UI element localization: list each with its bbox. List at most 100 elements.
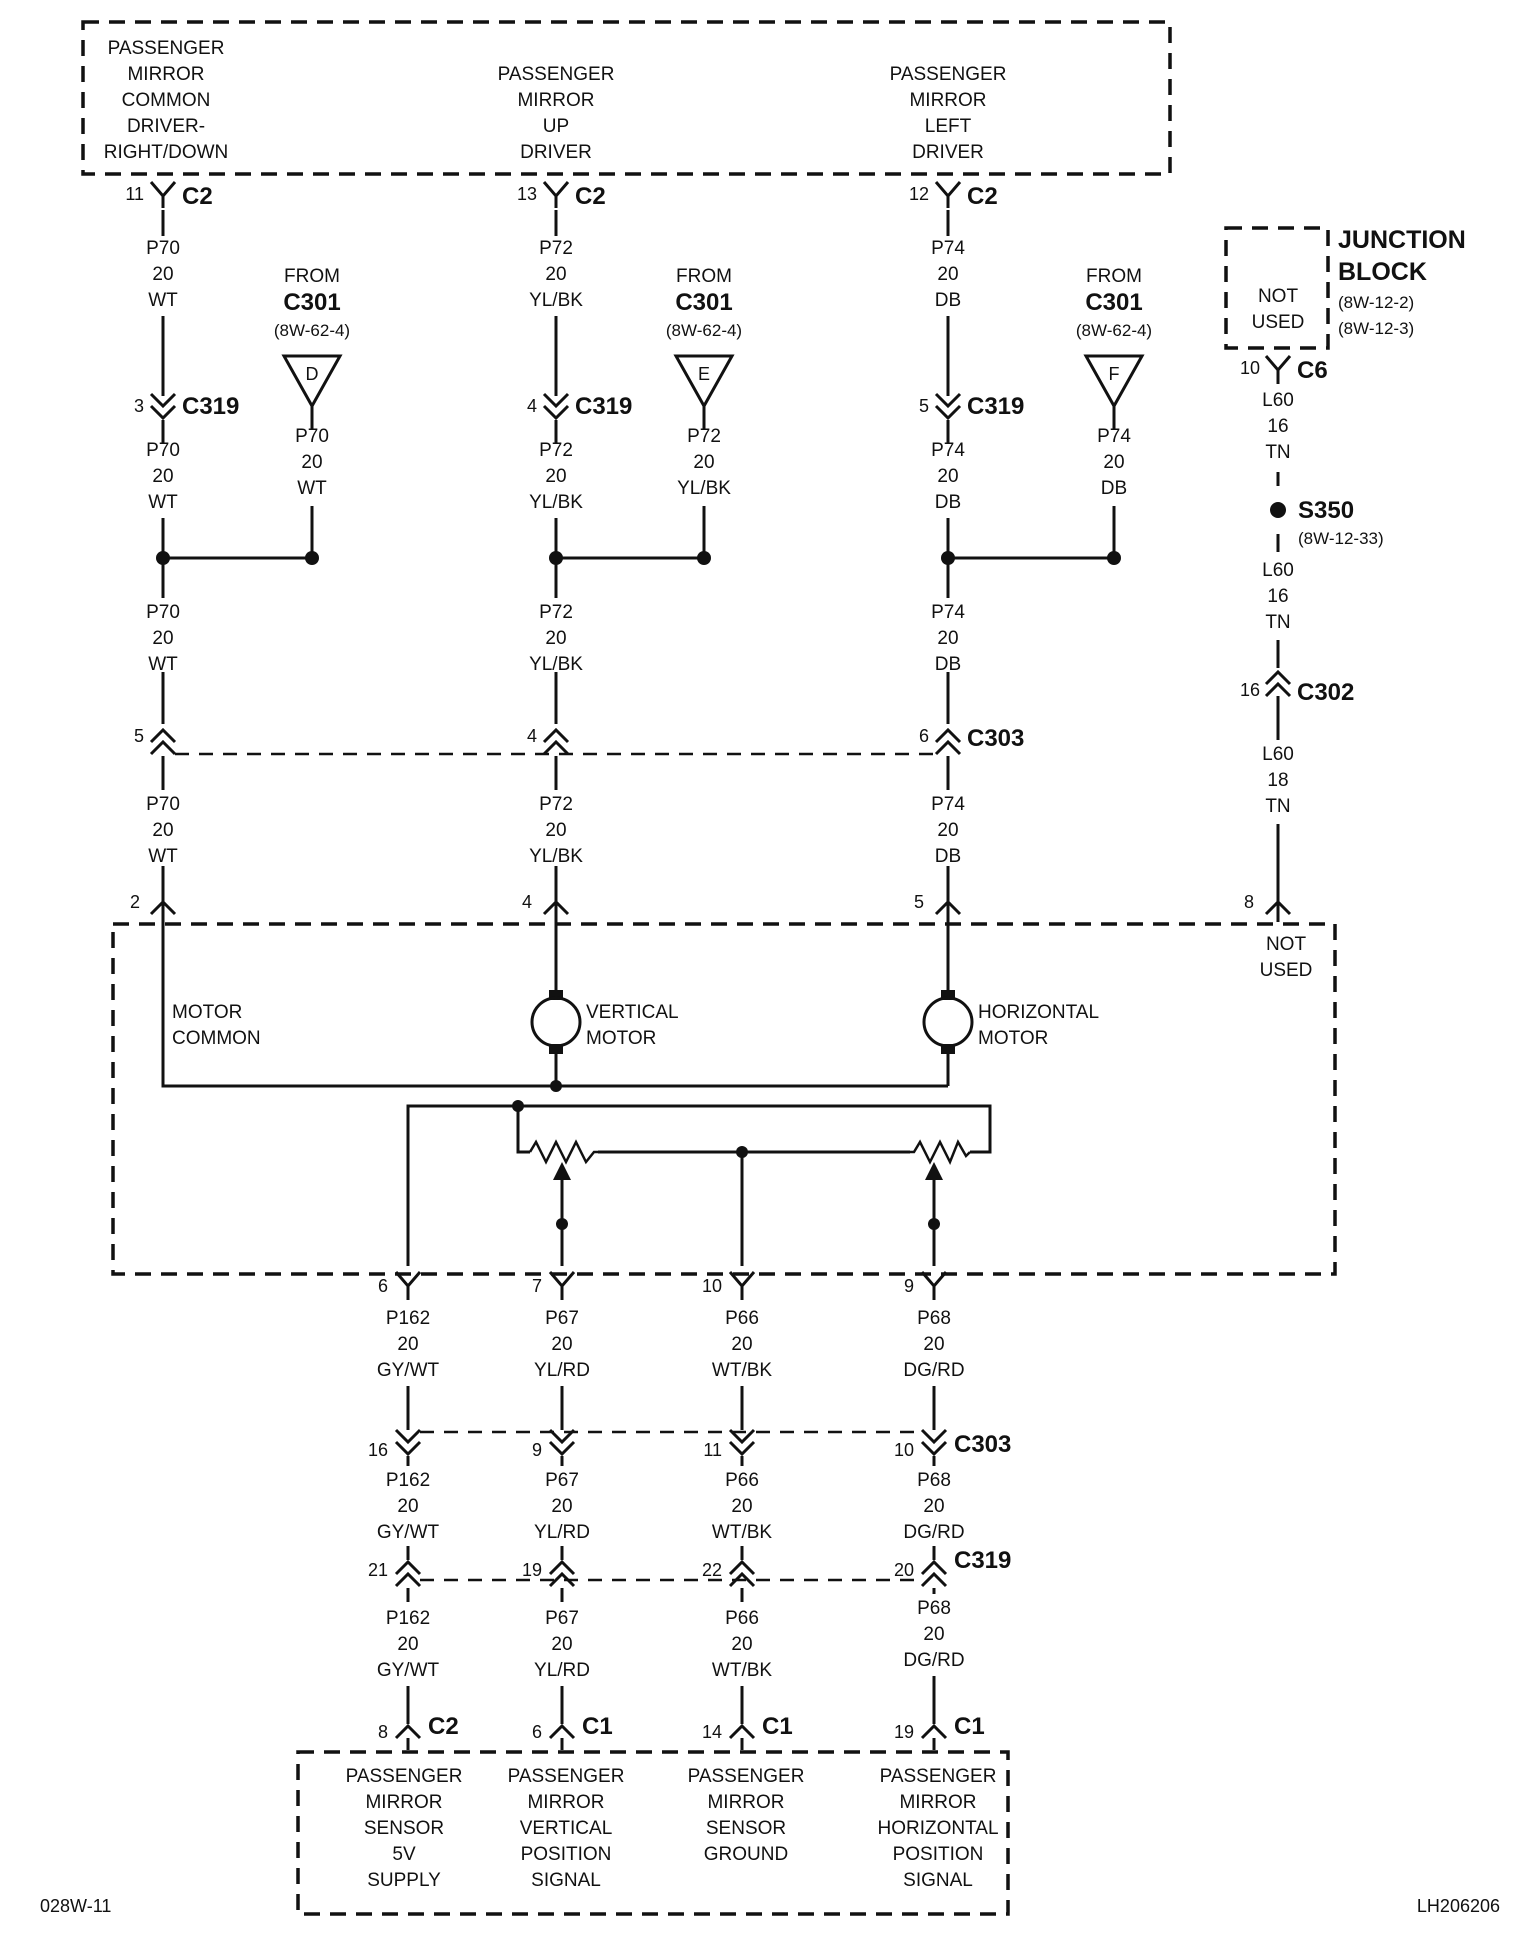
vertical-motor-1: VERTICAL — [586, 1002, 679, 1023]
bottom-5v-2: MIRROR — [365, 1792, 442, 1813]
from-ref-d: (8W-62-4) — [274, 321, 350, 340]
wire-p70-c-1: P70 — [146, 602, 180, 623]
splice-tag-f-shape — [1083, 354, 1145, 410]
wire-p74-c-3: DB — [935, 654, 961, 675]
wires-c303-to-mirror — [161, 756, 950, 904]
wire-p70-d-3: WT — [148, 846, 178, 867]
bottom-vpos-4: POSITION — [521, 1844, 612, 1865]
pin-mirror-5: 5 — [914, 892, 924, 912]
wire-p67-a-3: YL/RD — [534, 1360, 590, 1381]
c303-top-terminals — [149, 727, 962, 756]
bottom-component-box — [296, 1750, 1010, 1916]
from-c301-f: C301 — [1085, 289, 1142, 316]
bottom-vpos-1: PASSENGER — [508, 1766, 625, 1787]
wire-p68-c-2: 20 — [923, 1624, 944, 1645]
splice-dot-p70-tap — [305, 551, 319, 565]
splice-dot-p74-tap — [1107, 551, 1121, 565]
wire-p72-tap-3: YL/BK — [677, 478, 731, 499]
pin-c319-20: 20 — [894, 1560, 914, 1580]
pin-c6-10: 10 — [1240, 358, 1260, 378]
pin-c319-4: 4 — [527, 396, 537, 416]
splice-s350-dot — [1270, 502, 1286, 518]
from-c301-d: C301 — [283, 289, 340, 316]
jb-not: NOT — [1258, 286, 1299, 307]
horizontal-motor-1: HORIZONTAL — [978, 1002, 1099, 1023]
pin-c1-6: 6 — [532, 1722, 542, 1742]
wire-p67-b-3: YL/RD — [534, 1522, 590, 1543]
splice-tag-e-shape — [673, 354, 735, 410]
junction-dot-ground — [736, 1146, 748, 1158]
conn-c319-b: C319 — [575, 393, 632, 420]
footer-right-code: LH206206 — [1417, 1896, 1500, 1916]
conn-c303-top: C303 — [967, 725, 1024, 752]
wire-p72-tap-2: 20 — [693, 452, 714, 473]
wire-p66-c-1: P66 — [725, 1608, 759, 1629]
bottom-hpos-4: POSITION — [893, 1844, 984, 1865]
vertical-motor-2: MOTOR — [586, 1028, 656, 1049]
wire-p74-c-1: P74 — [931, 602, 965, 623]
pin-c303-5: 5 — [134, 726, 144, 746]
wiper-dot-horizontal — [928, 1218, 940, 1230]
wire-p72-d-1: P72 — [539, 794, 573, 815]
top-label-common-4: DRIVER- — [127, 116, 205, 137]
wire-p67-a-1: P67 — [545, 1308, 579, 1329]
wire-p70-c-3: WT — [148, 654, 178, 675]
wire-p162-a-3: GY/WT — [377, 1360, 440, 1381]
conn-c1-a: C1 — [582, 1713, 613, 1740]
pin-c303-10: 10 — [894, 1440, 914, 1460]
wire-p72-tap-1: P72 — [687, 426, 721, 447]
wire-p162-c-2: 20 — [397, 1634, 418, 1655]
splice-tag-e: E — [698, 364, 710, 384]
wire-p66-b-2: 20 — [731, 1496, 752, 1517]
conn-c1-b: C1 — [762, 1713, 793, 1740]
wire-p66-b-3: WT/BK — [712, 1522, 772, 1543]
wire-l60-b-3: TN — [1265, 612, 1290, 633]
wire-p68-b-2: 20 — [923, 1496, 944, 1517]
wire-p162-b-1: P162 — [386, 1470, 430, 1491]
wire-l60-b-2: 16 — [1267, 586, 1288, 607]
wire-p70-b-3: WT — [148, 492, 178, 513]
mirror-assembly-box — [111, 922, 1337, 1276]
top-label-up-4: DRIVER — [520, 142, 592, 163]
jb-used: USED — [1252, 312, 1305, 333]
splice-tag-d-shape — [281, 354, 343, 410]
pin-c2-8: 8 — [378, 1722, 388, 1742]
conn-c6: C6 — [1297, 357, 1328, 384]
wires-c303-to-c319 — [406, 1456, 936, 1560]
wire-l60-c-2: 18 — [1267, 770, 1288, 791]
splice-tag-d: D — [306, 364, 319, 384]
top-label-up-2: MIRROR — [517, 90, 594, 111]
motor-common-1: MOTOR — [172, 1002, 242, 1023]
bottom-hpos-1: PASSENGER — [880, 1766, 997, 1787]
c319-bottom-terminals — [394, 1559, 948, 1588]
wire-p72-c-2: 20 — [545, 628, 566, 649]
pin-c303-11: 11 — [703, 1440, 722, 1460]
bottom-connector-terminals — [394, 1723, 948, 1750]
junction-dot-feed — [512, 1100, 524, 1112]
wire-l60-a-2: 16 — [1267, 416, 1288, 437]
bottom-hpos-3: HORIZONTAL — [877, 1818, 998, 1839]
from-c301-e: C301 — [675, 289, 732, 316]
wire-p70-b-1: P70 — [146, 440, 180, 461]
wire-p162-a-1: P162 — [386, 1308, 430, 1329]
wire-p74-a-3: DB — [935, 290, 961, 311]
wire-p162-b-2: 20 — [397, 1496, 418, 1517]
horizontal-position-sensor-icon — [910, 1139, 971, 1196]
top-label-common-1: PASSENGER — [108, 38, 225, 59]
wire-p72-b-3: YL/BK — [529, 492, 583, 513]
horizontal-motor-icon — [922, 990, 974, 1054]
wire-p66-a-1: P66 — [725, 1308, 759, 1329]
wire-p68-b-1: P68 — [917, 1470, 951, 1491]
mirror-top-terminals — [149, 899, 1292, 922]
wire-p68-a-1: P68 — [917, 1308, 951, 1329]
wire-p74-tap-3: DB — [1101, 478, 1127, 499]
wire-p70-c-2: 20 — [152, 628, 173, 649]
wire-p67-b-2: 20 — [551, 1496, 572, 1517]
wire-p67-b-1: P67 — [545, 1470, 579, 1491]
from-ref-e: (8W-62-4) — [666, 321, 742, 340]
bottom-hpos-5: SIGNAL — [903, 1870, 973, 1891]
pin-mirror-9: 9 — [904, 1276, 914, 1296]
footer-left-code: 028W-11 — [40, 1896, 111, 1916]
junction-block-box — [1224, 226, 1330, 350]
jb-title-2: BLOCK — [1338, 258, 1427, 286]
